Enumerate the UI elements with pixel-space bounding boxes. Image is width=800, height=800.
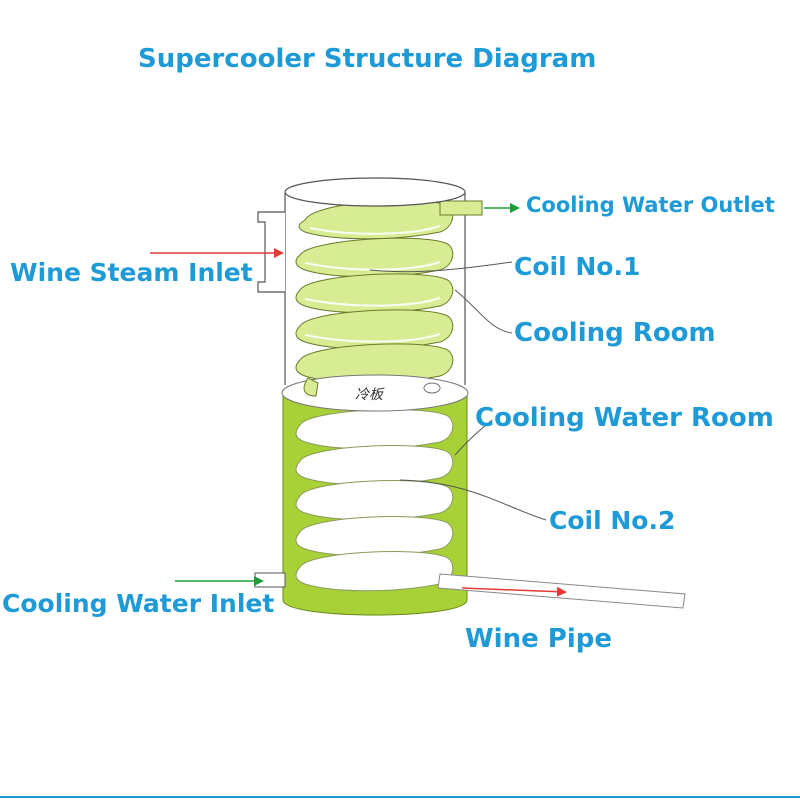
label-wine-steam-inlet: Wine Steam Inlet <box>10 258 253 287</box>
label-cooling-water-room: Cooling Water Room <box>475 403 774 433</box>
label-coil-no2: Coil No.2 <box>549 506 676 535</box>
cooling-room-cylinder <box>257 193 466 385</box>
label-coil-no1: Coil No.1 <box>514 252 641 281</box>
label-cooling-water-outlet: Cooling Water Outlet <box>526 193 775 217</box>
cold-plate-text: 冷板 <box>355 387 385 403</box>
top-cap <box>284 177 466 207</box>
label-cooling-room: Cooling Room <box>514 318 716 348</box>
leader-lines <box>369 261 547 521</box>
label-cooling-water-inlet: Cooling Water Inlet <box>2 589 275 618</box>
bottom-divider <box>0 796 800 798</box>
diagram-title: Supercooler Structure Diagram <box>138 44 597 74</box>
wine-pipe-arrow <box>461 586 567 597</box>
cold-plate: 冷板 <box>281 374 469 412</box>
label-wine-pipe: Wine Pipe <box>465 624 612 654</box>
coil-no1 <box>295 199 483 384</box>
coil-no2 <box>295 409 454 592</box>
wine-pipe <box>437 573 686 609</box>
